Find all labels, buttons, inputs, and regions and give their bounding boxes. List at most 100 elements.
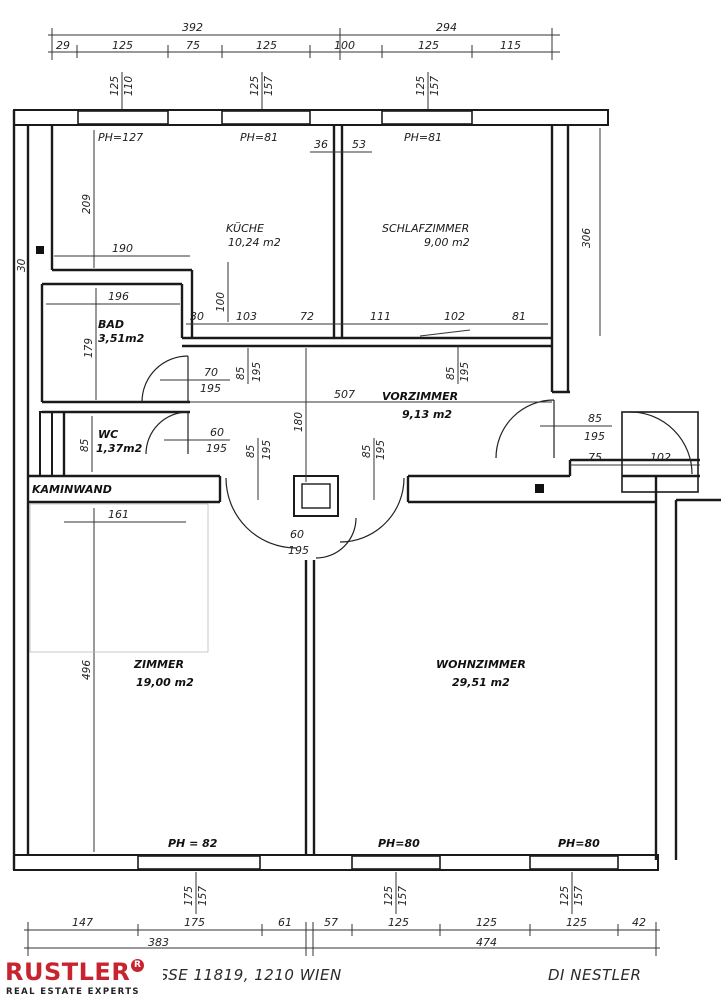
win-bot-2-b: 157 — [397, 886, 409, 906]
schlaf-name: SCHLAFZIMMER — [382, 222, 469, 235]
rustler-logo: RUSTLER R REAL ESTATE EXPERTS — [3, 958, 163, 1002]
logo-wordmark: RUSTLER — [5, 958, 131, 986]
dim-kueche-width: 190 — [112, 242, 133, 255]
dim-mid-102: 102 — [444, 310, 465, 323]
schlaf-area: 9,00 m2 — [424, 236, 470, 249]
interior-dimensions: 190 209 30 36 53 306 196 179 30 103 72 1… — [16, 128, 700, 852]
win-bot-1-b: 157 — [197, 886, 209, 906]
win-bot-3-b: 157 — [573, 886, 585, 906]
dim-bad-door-h: 195 — [200, 382, 221, 395]
dim-mid-30: 30 — [190, 310, 204, 323]
ph-label-bottom-3: PH=80 — [558, 837, 600, 850]
dim-hl-door-h: 195 — [261, 440, 273, 460]
dim-sdoor-w: 85 — [445, 366, 457, 380]
bot-seg-1: 147 — [72, 916, 93, 929]
top-seg-1: 29 — [56, 39, 70, 52]
dim-306: 306 — [581, 228, 593, 248]
dim-zdoor-w: 60 — [290, 528, 304, 541]
dim-zimmer-496: 496 — [81, 660, 93, 680]
room-labels: PH=127 PH=81 PH=81 KÜCHE 10,24 m2 SCHLAF… — [32, 131, 600, 850]
ph-label-top-2: PH=81 — [240, 131, 278, 144]
interior-walls — [28, 125, 700, 856]
dim-entry-w: 85 — [588, 412, 602, 425]
dim-mid-72: 72 — [300, 310, 314, 323]
bottom-window-labels: 175 157 125 157 125 157 — [183, 872, 585, 914]
zimmer-name: ZIMMER — [133, 658, 184, 671]
top-seg-4: 125 — [256, 39, 277, 52]
dim-bad-depth: 179 — [83, 338, 95, 358]
dim-bad-width: 196 — [108, 290, 129, 303]
bot-seg-4: 57 — [324, 916, 338, 929]
author-caption: DI NESTLER — [548, 966, 642, 984]
bot-overall-right: 474 — [476, 936, 497, 949]
dim-hall-180: 180 — [293, 412, 305, 432]
dim-hr-door-h: 195 — [375, 440, 387, 460]
win-bot-3-a: 125 — [559, 886, 571, 906]
address-caption: ASSE 11819, 1210 WIEN — [148, 966, 342, 984]
win-top-2-a: 125 — [249, 76, 261, 96]
bot-overall-left: 383 — [148, 936, 169, 949]
bot-seg-3: 61 — [278, 916, 292, 929]
wohnzimmer-area: 29,51 m2 — [452, 676, 510, 689]
dim-wc-door-h: 195 — [206, 442, 227, 455]
dim-hl-door-w: 85 — [245, 444, 257, 458]
win-top-2-b: 157 — [263, 76, 275, 96]
dim-mid-100: 100 — [215, 292, 227, 312]
dim-kdoor-h: 195 — [251, 362, 263, 382]
dim-36: 36 — [314, 138, 328, 151]
bot-seg-8: 42 — [632, 916, 646, 929]
bottom-dimension-chain: 147 175 61 57 125 125 125 42 383 474 — [24, 916, 660, 956]
dim-kueche-depth: 209 — [81, 194, 93, 214]
bad-area: 3,51m2 — [98, 332, 145, 345]
dim-sdoor-h: 195 — [459, 362, 471, 382]
vorzimmer-area: 9,13 m2 — [402, 408, 452, 421]
dim-mid-103: 103 — [236, 310, 257, 323]
dim-hr-door-w: 85 — [361, 444, 373, 458]
bot-seg-5: 125 — [388, 916, 409, 929]
dim-left-30: 30 — [16, 258, 28, 272]
dim-zimmer-161: 161 — [108, 508, 129, 521]
outer-walls — [12, 109, 721, 871]
bot-seg-2: 175 — [184, 916, 205, 929]
dim-kdoor-w: 85 — [235, 366, 247, 380]
vorzimmer-name: VORZIMMER — [382, 390, 458, 403]
ph-label-top-1: PH=127 — [98, 131, 143, 144]
win-top-1-a: 125 — [109, 76, 121, 96]
kaminwand-label: KAMINWAND — [32, 483, 112, 496]
dim-53: 53 — [352, 138, 366, 151]
win-top-3-b: 157 — [429, 76, 441, 96]
logo-tagline: REAL ESTATE EXPERTS — [6, 987, 140, 997]
win-bot-1-a: 175 — [183, 886, 195, 906]
dim-entry-102: 102 — [650, 451, 671, 464]
dim-zdoor-h: 195 — [288, 544, 309, 557]
logo-mark-icon: R — [131, 959, 144, 972]
ph-label-top-3: PH=81 — [404, 131, 442, 144]
bad-name: BAD — [98, 318, 124, 331]
top-seg-3: 75 — [186, 39, 200, 52]
dim-entry-h: 195 — [584, 430, 605, 443]
top-window-labels: 125 110 125 157 125 157 — [109, 72, 441, 112]
win-bot-2-a: 125 — [383, 886, 395, 906]
win-top-3-a: 125 — [415, 76, 427, 96]
dim-mid-81: 81 — [512, 310, 526, 323]
bot-seg-6: 125 — [476, 916, 497, 929]
top-dimension-chain: 392 294 29 125 75 125 100 125 115 — [48, 21, 560, 60]
win-top-1-b: 110 — [123, 76, 135, 96]
dim-bad-door-w: 70 — [204, 366, 218, 379]
kueche-area: 10,24 m2 — [228, 236, 281, 249]
dim-vorzimmer-len: 507 — [334, 388, 355, 401]
top-seg-6: 125 — [418, 39, 439, 52]
wohnzimmer-name: WOHNZIMMER — [436, 658, 526, 671]
dim-wc-85: 85 — [79, 438, 91, 452]
zimmer-area: 19,00 m2 — [136, 676, 194, 689]
ph-label-bottom-2: PH=80 — [378, 837, 420, 850]
door-swings — [141, 355, 693, 559]
top-overall-left: 392 — [182, 21, 203, 34]
top-overall-right: 294 — [436, 21, 457, 34]
dim-wc-door-w: 60 — [210, 426, 224, 439]
kueche-name: KÜCHE — [226, 222, 264, 235]
wc-area: 1,37m2 — [96, 442, 143, 455]
top-seg-5: 100 — [334, 39, 355, 52]
dim-mid-111: 111 — [370, 310, 391, 323]
